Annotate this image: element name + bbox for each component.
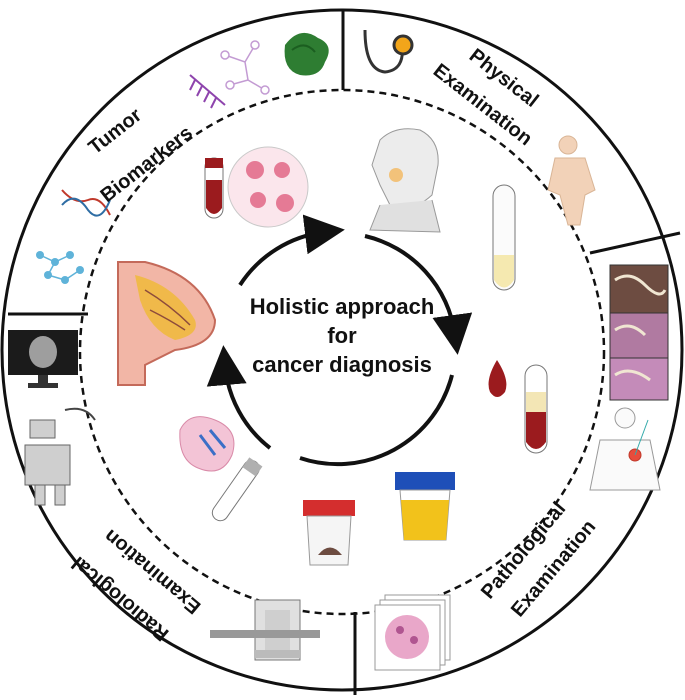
tumor-label-line1: Tumor bbox=[85, 104, 147, 159]
divider-right bbox=[589, 231, 681, 255]
blood-tube-cells-icon bbox=[204, 146, 309, 228]
arrow-right bbox=[364, 234, 473, 355]
cycle-arrows bbox=[206, 214, 473, 467]
network-icon bbox=[36, 251, 84, 284]
cells-icon bbox=[227, 146, 309, 228]
stethoscope-icon bbox=[363, 29, 414, 74]
arrow-left bbox=[206, 345, 272, 450]
slides-icon bbox=[374, 594, 451, 671]
molecule-icon bbox=[220, 40, 270, 95]
empty-tube-icon bbox=[492, 184, 516, 291]
rna-icon bbox=[189, 74, 226, 109]
patient-biopsy-icon bbox=[589, 407, 661, 491]
arrow-bottom bbox=[299, 374, 454, 467]
center-text-line1: Holistic approach bbox=[249, 294, 435, 319]
lymph-icon bbox=[179, 416, 235, 472]
breast-anatomy-icon bbox=[117, 261, 217, 386]
inner-dashed-ring bbox=[78, 88, 606, 616]
stool-cup-icon bbox=[303, 500, 355, 566]
blood-drop-icon bbox=[488, 360, 507, 397]
mri-scanner-icon bbox=[210, 599, 320, 661]
swab-tube-icon bbox=[211, 457, 263, 522]
center-text: Holistic approach for cancer diagnosis bbox=[212, 292, 472, 379]
ultrasound-icon bbox=[24, 407, 96, 506]
body-figure-icon bbox=[547, 135, 596, 226]
urine-cup-icon bbox=[395, 472, 455, 541]
head-profile-icon bbox=[369, 128, 441, 233]
monitor-icon bbox=[8, 330, 78, 388]
blood-tube-icon bbox=[524, 364, 548, 454]
center-text-line3: cancer diagnosis bbox=[252, 352, 432, 377]
protein-icon bbox=[284, 32, 329, 76]
arrow-top bbox=[238, 214, 345, 287]
center-text-line2: for bbox=[327, 323, 357, 348]
dna-icon bbox=[61, 189, 111, 217]
tissue-histology-icon bbox=[609, 264, 669, 401]
